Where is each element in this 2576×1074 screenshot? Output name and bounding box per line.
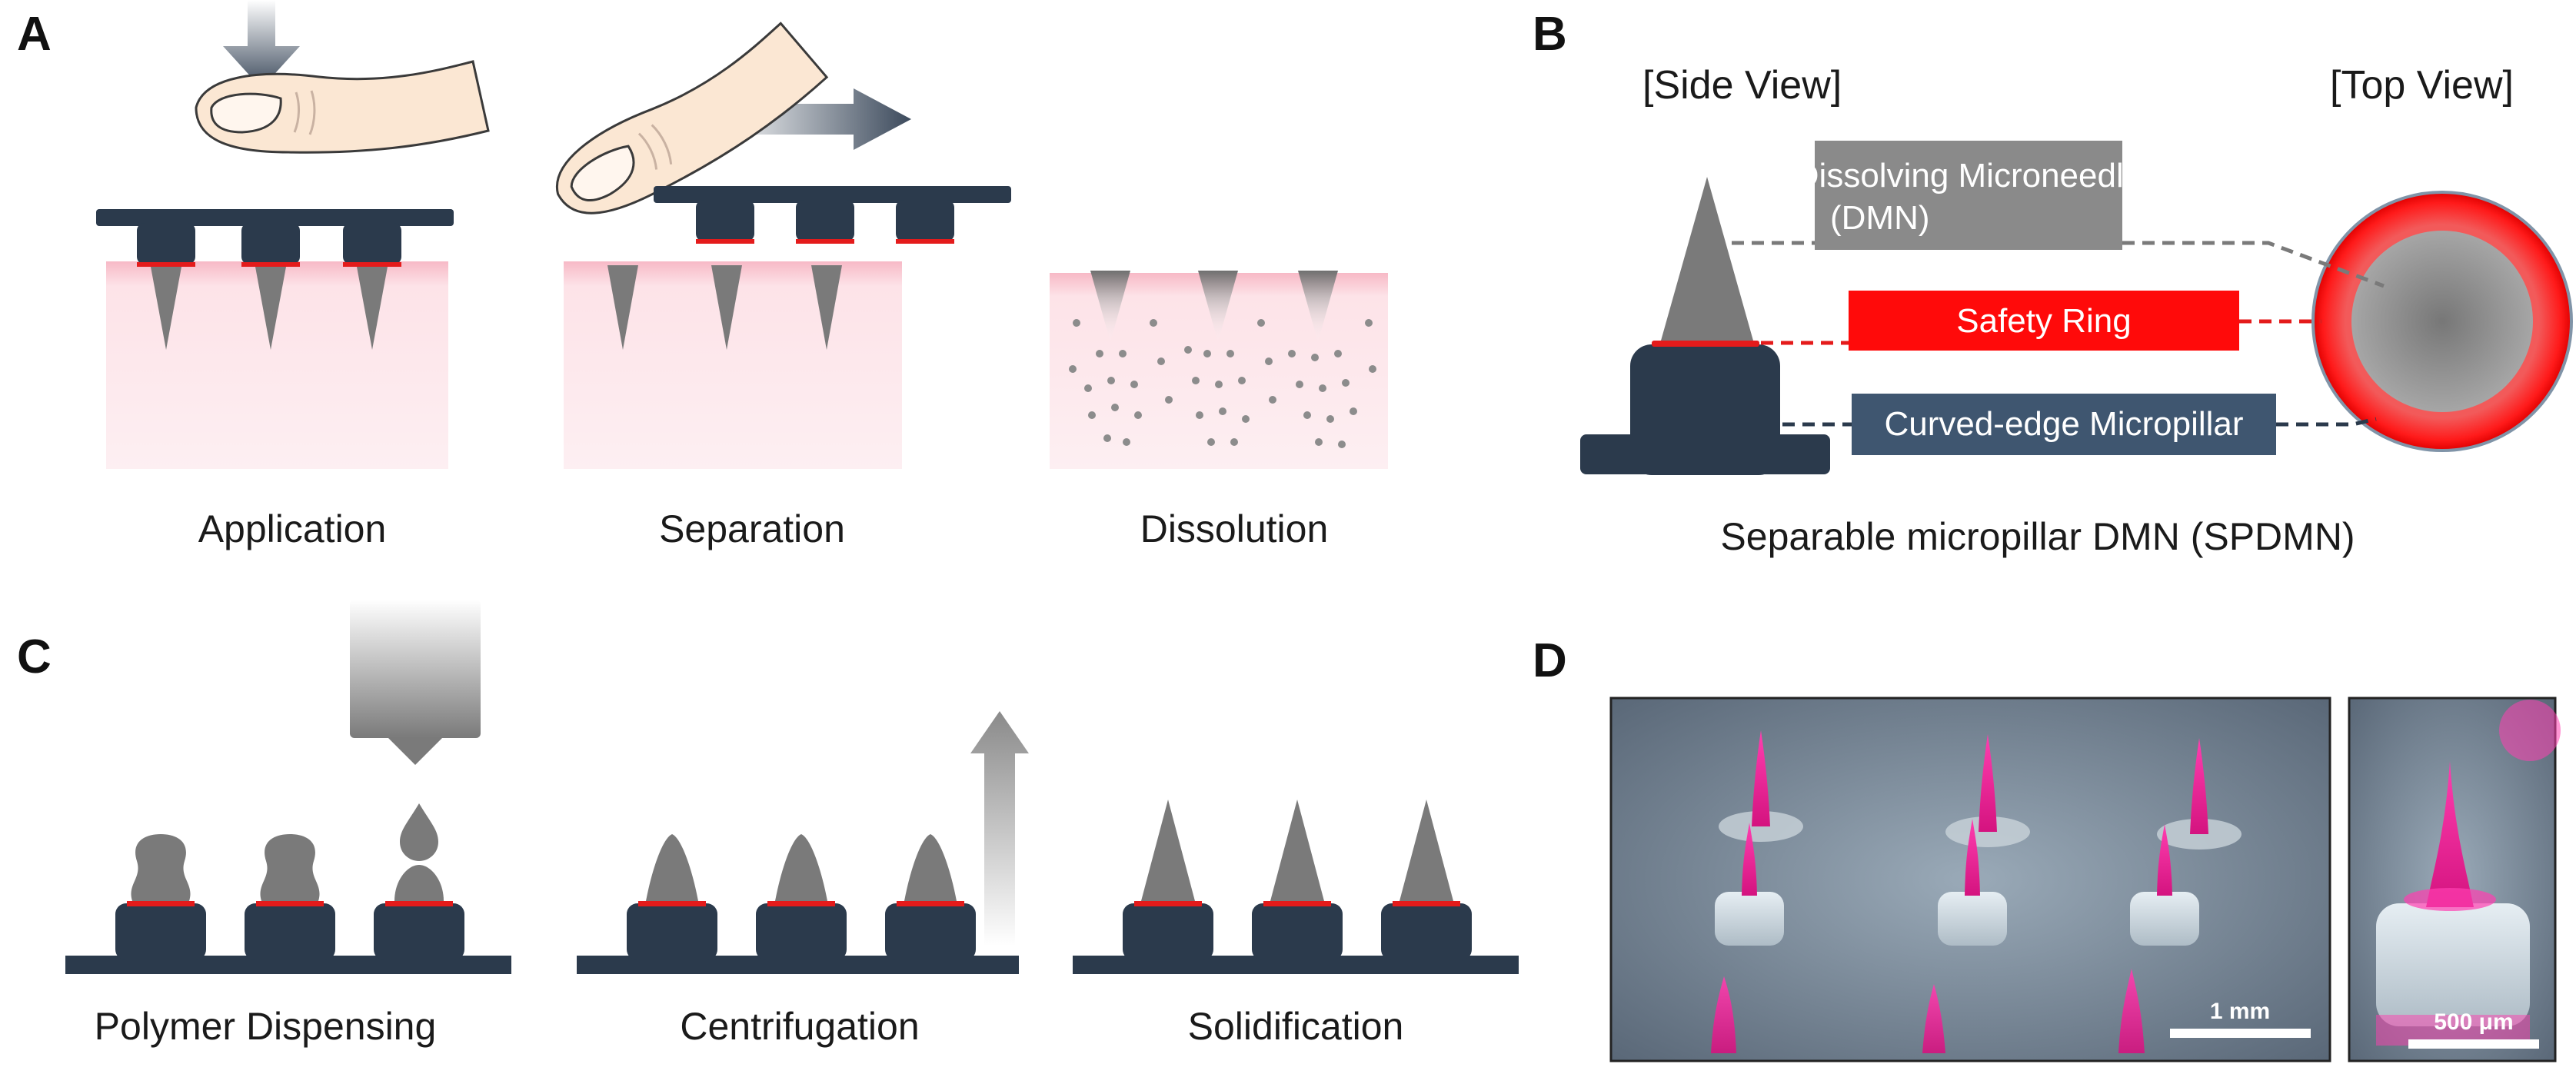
needles-application (137, 223, 401, 350)
side-view-label: [Side View] (1642, 63, 1842, 108)
nozzle (350, 600, 481, 738)
dmn-needle (1661, 177, 1753, 341)
scale-label-500um: 500 μm (2434, 1009, 2513, 1035)
pillars-separation (696, 200, 954, 244)
caption-dissolution: Dissolution (1140, 507, 1329, 550)
dissolution-step (1050, 271, 1388, 469)
patch-base (96, 209, 454, 226)
micropillar-callout: Curved-edge Micropillar (1782, 394, 2377, 455)
centrifugation-step (577, 711, 1029, 974)
solidification-step (1073, 800, 1519, 974)
panel-b-label: B (1533, 8, 1567, 61)
centrifuge-arrow (970, 711, 1029, 946)
finger-application (195, 60, 490, 154)
caption-solidification: Solidification (1188, 1005, 1404, 1048)
scale-label-1mm: 1 mm (2210, 999, 2270, 1024)
dmn-tag-line2: (DMN) (1830, 199, 1930, 237)
micrograph-array: 1 mm (1609, 697, 2331, 1062)
caption-polymer-dispensing: Polymer Dispensing (95, 1005, 437, 1048)
caption-centrifugation: Centrifugation (680, 1005, 919, 1048)
dmn-tag-line1: Dissolving Microneedle (1795, 157, 2142, 195)
dissolved-particles (1069, 319, 1376, 448)
safety-ring-callout: Safety Ring (1761, 291, 2322, 351)
micropillar-tag: Curved-edge Micropillar (1884, 405, 2243, 443)
dispensing-step (65, 600, 511, 974)
side-view-diagram (1580, 177, 1830, 475)
needles-separated (607, 265, 842, 350)
application-step (96, 0, 490, 469)
caption-spdmn: Separable micropillar DMN (SPDMN) (1720, 515, 2355, 558)
pillar-base (1580, 434, 1830, 474)
caption-separation: Separation (659, 507, 845, 550)
top-view-diagram (2311, 191, 2573, 452)
caption-application: Application (198, 507, 387, 550)
micrograph-single: 500 μm (2348, 697, 2561, 1062)
panel-d-label: D (1533, 634, 1567, 687)
top-view-label: [Top View] (2330, 63, 2514, 108)
safety-ring-side (1652, 341, 1759, 347)
panel-a-label: A (17, 8, 52, 61)
separation-step (534, 15, 1011, 469)
dmn-callout: Dissolving Microneedle (DMN) (1732, 141, 2385, 288)
safety-ring-tag: Safety Ring (1956, 302, 2131, 340)
press-arrow (223, 0, 300, 88)
panel-c-label: C (17, 630, 52, 683)
dmn-core-top (2351, 231, 2533, 412)
